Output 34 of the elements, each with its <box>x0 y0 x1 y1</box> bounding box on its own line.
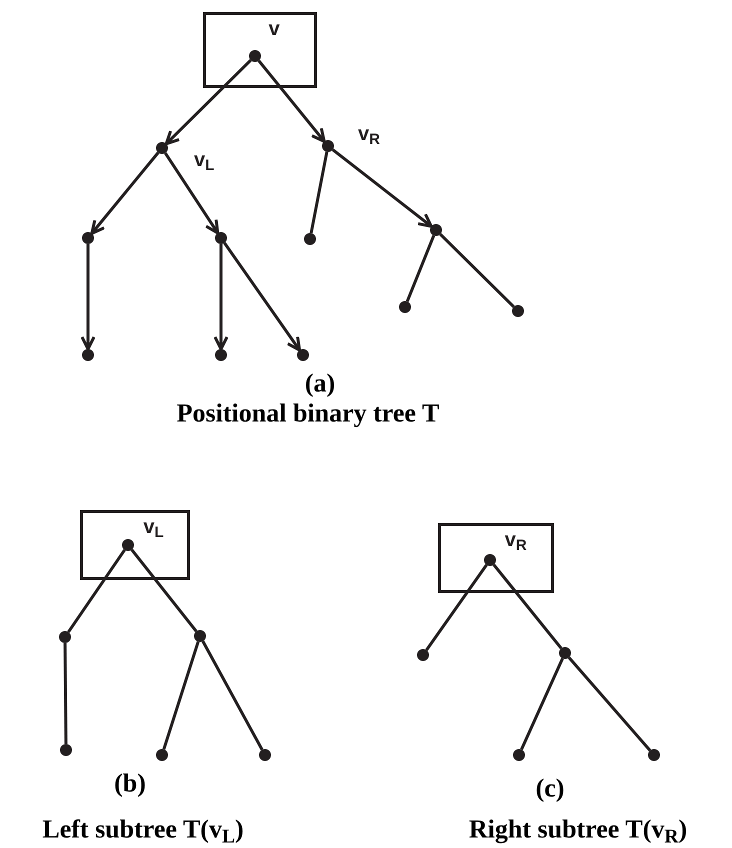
tree-edge <box>67 549 126 633</box>
node-label: v$_{L}$ <box>194 150 214 170</box>
tree-edge <box>214 244 228 350</box>
caption: (c) <box>536 772 564 804</box>
subtree-root-box <box>203 12 317 88</box>
caption: (a) <box>304 368 336 400</box>
node-label: v$_{R}$ <box>504 530 527 550</box>
tree-edge <box>80 244 96 350</box>
tree-edge <box>310 152 328 234</box>
tree-edge <box>425 564 488 651</box>
tree-edge <box>64 642 68 744</box>
node-label: v$_{L}$ <box>143 517 164 537</box>
caption: Positional binary tree T <box>176 398 440 430</box>
tree-edge <box>439 233 515 308</box>
tree-edge <box>162 641 200 750</box>
tree-edge <box>90 152 160 235</box>
tree-edge <box>492 564 562 650</box>
caption: (b) <box>114 768 146 800</box>
tree-edge <box>520 658 564 750</box>
tree-edge <box>164 152 220 234</box>
tree-edge <box>406 235 436 302</box>
caption: Right subtree T(v$_{R}$) <box>468 814 688 848</box>
node-label: v$_{R}$ <box>358 124 380 144</box>
subtree-root-box <box>80 510 190 580</box>
tree-edge <box>202 640 264 750</box>
node-label: v <box>268 19 280 39</box>
tree-edge <box>568 656 652 752</box>
subtree-root-box <box>438 523 554 593</box>
caption: Left subtree T(v$_{L}$) <box>42 814 244 848</box>
tree-edge <box>223 242 302 352</box>
tree-edge <box>332 148 433 228</box>
tree-edge <box>130 548 198 632</box>
tree-edge <box>258 60 326 143</box>
tree-edge <box>164 59 252 146</box>
